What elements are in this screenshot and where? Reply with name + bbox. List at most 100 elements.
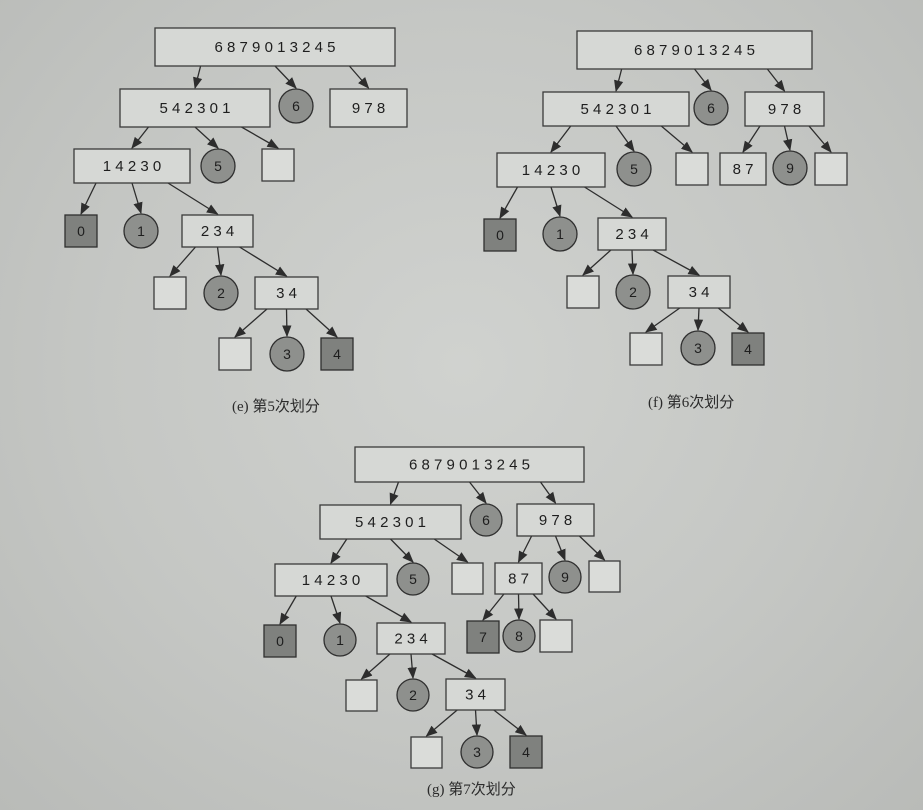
array-box-label: 2 3 4 — [201, 223, 234, 240]
diagram-f: 6 8 7 9 0 1 3 2 4 5 5 4 2 3 0 1 6 9 7 8 1 4 … — [483, 30, 848, 366]
single-element-square-label: 4 — [522, 744, 530, 760]
pivot-circle-e-p5: 5 — [200, 148, 236, 184]
pivot-circle-label: 2 — [217, 285, 225, 301]
array-box-label: 5 4 2 3 0 1 — [160, 100, 231, 117]
pivot-circle-shape — [323, 623, 357, 657]
pivot-circle-g-p3: 3 — [460, 735, 494, 769]
edge-g-l1-l2 — [330, 538, 348, 564]
pivot-circle-label: 2 — [629, 284, 637, 300]
single-element-square-shape — [731, 332, 765, 366]
diagram-e: 6 8 7 9 0 1 3 2 4 5 5 4 2 3 0 1 6 9 7 8 1 4 … — [64, 27, 408, 372]
pivot-circle-f-p5: 5 — [616, 151, 652, 187]
edges-e — [80, 65, 370, 338]
edge-e-m1-e2 — [169, 246, 196, 277]
pivot-circle-label: 6 — [707, 100, 715, 116]
pivot-circle-g-p5: 5 — [396, 562, 430, 596]
single-element-square-label: 0 — [496, 227, 504, 243]
array-box-frame — [254, 276, 319, 310]
pivot-circle-label: 1 — [556, 226, 564, 242]
array-box-label: 9 7 8 — [352, 100, 385, 117]
pivot-circle-shape — [615, 274, 651, 310]
array-box-label: 6 8 7 9 0 1 3 2 4 5 — [634, 42, 755, 59]
edge-g-m1-p2 — [407, 653, 417, 680]
single-element-square-shape — [64, 214, 98, 248]
array-box-label: 8 7 — [733, 161, 754, 178]
edge-e-m2-s4 — [305, 308, 338, 338]
edge-e-l1-e1 — [241, 126, 280, 149]
empty-partition-square-g-e4 — [588, 560, 621, 593]
single-element-square-f-s0: 0 — [483, 218, 517, 252]
pivot-circle-e-p2: 2 — [203, 275, 239, 311]
array-box-frame — [496, 152, 606, 188]
edge-g-r2-s7 — [482, 593, 505, 621]
nodes-layer: 6 8 7 9 0 1 3 2 4 5 5 4 2 3 0 1 6 9 7 8 1 4 … — [64, 27, 848, 769]
edge-f-root-p6 — [693, 68, 712, 91]
edge-e-l1-p5 — [194, 126, 219, 149]
single-element-square-shape — [509, 735, 543, 769]
caption-e: (e) 第5次划分 — [232, 399, 320, 415]
array-box-f-m2: 3 4 — [667, 275, 731, 309]
edge-g-l1-p5 — [390, 538, 414, 563]
single-element-square-label: 0 — [276, 633, 284, 649]
pivot-circle-shape — [203, 275, 239, 311]
pivot-circle-shape — [542, 216, 578, 252]
array-box-frame — [154, 27, 396, 67]
array-box-e-root: 6 8 7 9 0 1 3 2 4 5 — [154, 27, 396, 67]
empty-partition-square-f-e4 — [814, 152, 848, 186]
pivot-circle-label: 6 — [292, 98, 300, 114]
array-box-f-l2: 1 4 2 3 0 — [496, 152, 606, 188]
pivot-circle-label: 5 — [409, 571, 417, 587]
array-box-frame — [274, 563, 388, 597]
edge-g-m2-p3 — [471, 709, 482, 737]
array-box-g-l1: 5 4 2 3 0 1 — [319, 504, 462, 540]
array-box-g-l2: 1 4 2 3 0 — [274, 563, 388, 597]
pivot-circle-label: 5 — [214, 158, 222, 174]
pivot-circle-g-p1: 1 — [323, 623, 357, 657]
edge-e-m2-e3 — [234, 308, 268, 338]
array-box-e-m2: 3 4 — [254, 276, 319, 310]
single-element-square-e-s4: 4 — [320, 337, 354, 371]
single-element-square-g-s7: 7 — [466, 620, 500, 654]
array-box-label: 2 3 4 — [615, 226, 648, 243]
pivot-circle-label: 1 — [137, 223, 145, 239]
edge-e-root-p6 — [274, 65, 297, 89]
empty-partition-square-g-e1 — [451, 562, 484, 595]
edge-g-r2-e5 — [532, 593, 557, 620]
array-box-e-m1: 2 3 4 — [181, 214, 254, 248]
pivot-circle-shape — [200, 148, 236, 184]
single-element-square-shape — [466, 620, 500, 654]
array-box-frame — [542, 91, 690, 127]
pivot-circle-shape — [469, 503, 503, 537]
array-box-label: 3 4 — [465, 687, 486, 704]
array-box-label: 8 7 — [508, 571, 529, 588]
array-box-g-r1: 9 7 8 — [516, 503, 595, 537]
array-box-frame — [319, 504, 462, 540]
edge-e-m2-p3 — [282, 308, 292, 338]
array-box-label: 6 8 7 9 0 1 3 2 4 5 — [409, 457, 530, 474]
edge-f-m1-m2 — [652, 249, 701, 276]
pivot-circle-shape — [278, 88, 314, 124]
edge-g-r1-p9 — [554, 535, 566, 562]
single-element-square-g-s0: 0 — [263, 624, 297, 658]
edge-f-m2-p3 — [693, 307, 704, 332]
array-box-e-r1: 9 7 8 — [329, 88, 408, 128]
array-box-label: 1 4 2 3 0 — [302, 572, 360, 589]
caption-g: (g) 第7次划分 — [427, 782, 516, 798]
single-element-square-f-s4: 4 — [731, 332, 765, 366]
array-box-frame — [181, 214, 254, 248]
array-box-label: 5 4 2 3 0 1 — [581, 101, 652, 118]
edge-e-root-l1 — [193, 65, 203, 90]
empty-partition-square-g-e3 — [410, 736, 443, 769]
pivot-circle-shape — [548, 560, 582, 594]
single-element-square-label: 4 — [744, 341, 752, 357]
edge-f-m2-e3 — [645, 307, 681, 333]
array-box-label: 9 7 8 — [768, 101, 801, 118]
array-box-frame — [597, 217, 667, 251]
pivot-circle-label: 5 — [630, 161, 638, 177]
pivot-circle-f-p1: 1 — [542, 216, 578, 252]
edges-f — [499, 68, 832, 333]
array-box-e-l2: 1 4 2 3 0 — [73, 148, 191, 184]
array-box-frame — [667, 275, 731, 309]
pivot-circle-label: 3 — [694, 340, 702, 356]
edge-e-l2-s0 — [80, 182, 97, 216]
